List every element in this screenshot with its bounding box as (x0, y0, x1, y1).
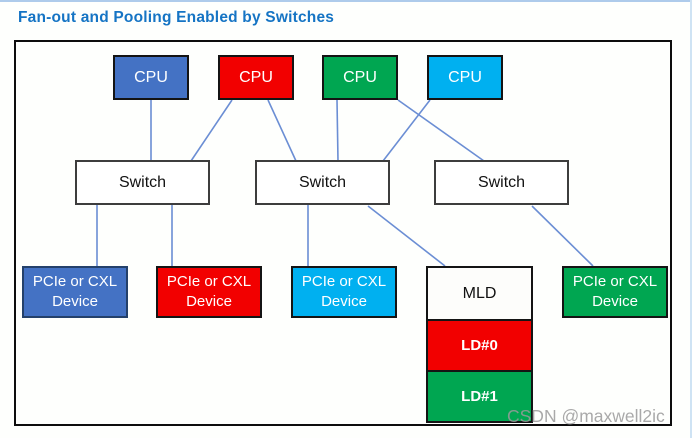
cpu-1-blue: CPU (113, 55, 189, 100)
right-divider-rule (690, 0, 692, 438)
switch-1: Switch (75, 160, 210, 205)
ld1-label: LD#1 (461, 388, 498, 405)
mld-stack: MLD LD#0 LD#1 (426, 266, 533, 423)
switch-label: Switch (298, 173, 347, 191)
device-4-green: PCIe or CXL Device (562, 266, 668, 318)
watermark: CSDN @maxwell2ic (507, 406, 665, 426)
cpu-label: CPU (239, 68, 273, 86)
top-divider-rule (0, 0, 692, 2)
device-label-line2: Device (321, 293, 367, 310)
device-1-blue: PCIe or CXL Device (22, 266, 128, 318)
device-label-line1: PCIe or CXL (32, 272, 118, 290)
cpu-2-red: CPU (218, 55, 294, 100)
cpu-label: CPU (448, 68, 482, 86)
cpu-label: CPU (134, 68, 168, 86)
switch-label: Switch (477, 173, 526, 191)
cpu-4-cyan: CPU (427, 55, 503, 100)
device-label-line2: Device (52, 293, 98, 310)
cpu-label: CPU (343, 68, 377, 86)
device-label-line1: PCIe or CXL (572, 272, 658, 290)
diagram-frame (14, 40, 672, 426)
mld-header: MLD (428, 268, 531, 319)
device-label-line1: PCIe or CXL (301, 272, 387, 290)
switch-label: Switch (118, 173, 167, 191)
page-title: Fan-out and Pooling Enabled by Switches (18, 9, 335, 26)
switch-3: Switch (434, 160, 569, 205)
device-3-cyan: PCIe or CXL Device (291, 266, 397, 318)
cpu-3-green: CPU (322, 55, 398, 100)
ld0-cell: LD#0 (428, 319, 531, 370)
ld0-label: LD#0 (461, 337, 498, 354)
device-label-line2: Device (186, 293, 232, 310)
device-label-line1: PCIe or CXL (166, 272, 252, 290)
device-label-line2: Device (592, 293, 638, 310)
device-2-red: PCIe or CXL Device (156, 266, 262, 318)
ld1-cell: LD#1 (428, 370, 531, 421)
switch-2: Switch (255, 160, 390, 205)
mld-label: MLD (462, 284, 497, 302)
